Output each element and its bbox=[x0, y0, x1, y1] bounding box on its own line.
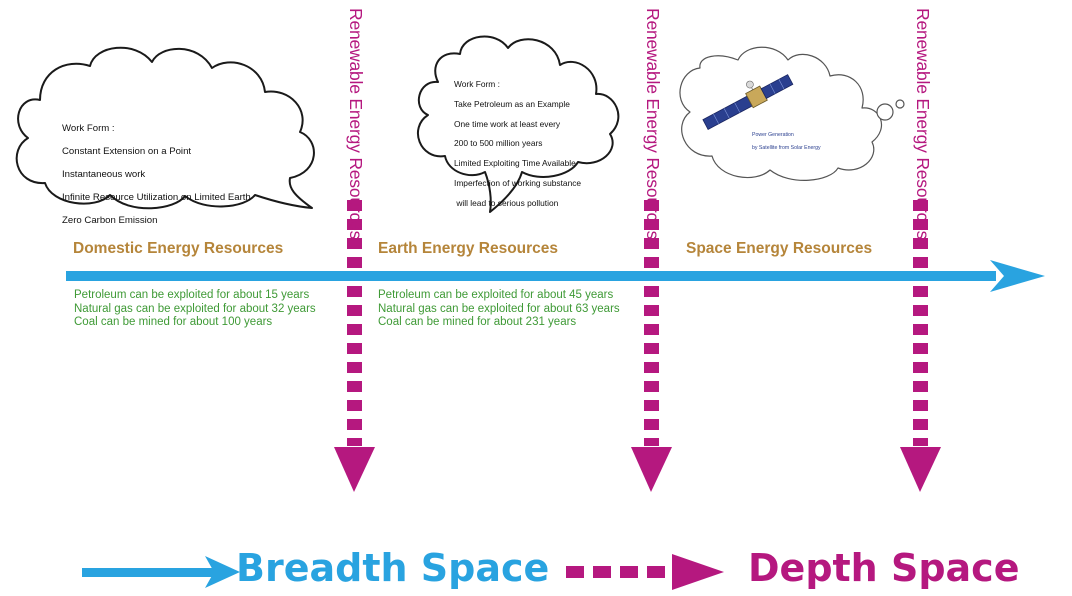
cloud-3-caption-line: by Satellite from Solar Energy bbox=[752, 144, 821, 151]
legend-depth-label: Depth Space bbox=[748, 546, 1020, 590]
cloud-2-line: Limited Exploiting Time Available bbox=[454, 158, 576, 169]
speech-cloud-1 bbox=[15, 46, 315, 210]
lifetime-line: Petroleum can be exploited for about 45 … bbox=[378, 289, 614, 301]
cloud-2-line: Work Form : bbox=[454, 78, 500, 89]
cloud-2-line: Take Petroleum as an Example bbox=[454, 98, 570, 109]
earth-lifetimes: Petroleum can be exploited for about 45 … bbox=[378, 289, 620, 330]
cloud-2-line: Imperfection of working substance bbox=[454, 177, 582, 188]
legend-breadth-label: Breadth Space bbox=[236, 546, 550, 590]
renewable-arrow-2 bbox=[631, 200, 672, 492]
legend-breadth-arrow bbox=[82, 556, 240, 588]
lifetime-line: Coal can be mined for about 231 years bbox=[378, 316, 577, 328]
renewable-label-3: Renewable Energy Resources bbox=[913, 8, 933, 240]
cloud-1-line: Infinite Resource Utilization on Limited… bbox=[62, 192, 251, 204]
satellite-icon bbox=[702, 74, 794, 130]
cloud-2-line: One time work at least every bbox=[454, 118, 561, 129]
cloud-1-line: Constant Extension on a Point bbox=[62, 145, 192, 157]
cloud-3-caption: Power Generation by Satellite from Solar… bbox=[752, 126, 821, 157]
lifetime-line: Natural gas can be exploited for about 3… bbox=[74, 302, 316, 315]
cloud-1-line: Work Form : bbox=[62, 122, 115, 134]
cloud-1-text: Work Form : Constant Extension on a Poin… bbox=[62, 111, 251, 239]
renewable-label-2: Renewable Energy Resources bbox=[643, 8, 663, 240]
cloud-2-line: 200 to 500 million years bbox=[454, 138, 543, 149]
domestic-lifetimes: Petroleum can be exploited for about 15 … bbox=[74, 289, 316, 330]
lifetime-line: Petroleum can be exploited for about 15 … bbox=[74, 289, 310, 301]
cloud-3-caption-line: Power Generation bbox=[752, 132, 794, 139]
speech-cloud-2 bbox=[417, 35, 620, 213]
renewable-label-1: Renewable Energy Resources bbox=[346, 8, 366, 240]
legend-depth-arrow bbox=[566, 554, 724, 590]
renewable-arrow-1 bbox=[334, 200, 375, 492]
era-title-earth: Earth Energy Resources bbox=[378, 240, 559, 257]
timeline-arrow bbox=[66, 260, 1045, 292]
cloud-1-line: Instantaneous work bbox=[62, 168, 146, 180]
lifetime-line: Coal can be mined for about 100 years bbox=[74, 316, 273, 328]
cloud-1-line: Zero Carbon Emission bbox=[62, 215, 158, 227]
lifetime-line: Natural gas can be exploited for about 6… bbox=[378, 302, 620, 315]
cloud-2-text: Work Form : Take Petroleum as an Example… bbox=[454, 70, 581, 219]
era-title-domestic: Domestic Energy Resources bbox=[73, 240, 284, 257]
renewable-arrow-3 bbox=[900, 200, 941, 492]
thought-cloud-3 bbox=[679, 46, 905, 181]
cloud-2-line: will lead to serious pollution bbox=[454, 197, 559, 208]
era-title-space: Space Energy Resources bbox=[686, 240, 873, 257]
